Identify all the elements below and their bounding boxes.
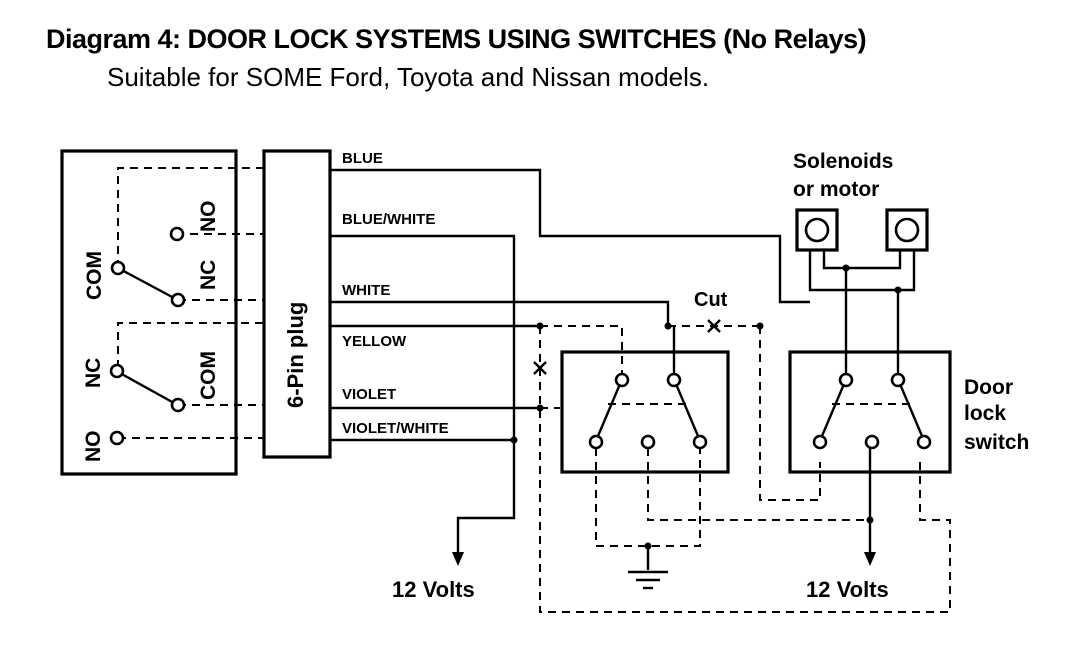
no-upper-terminal [169, 226, 185, 242]
upper-contact-arm [117, 266, 175, 300]
arrow-12v-left [452, 552, 464, 566]
switch-right-top-a [838, 372, 854, 388]
switch-right-arm-a [820, 383, 846, 437]
node-violet-white [510, 436, 518, 444]
wire-label-white: WHITE [342, 282, 390, 299]
node-violet [536, 404, 544, 412]
jumper-dashed-long [539, 326, 951, 613]
cut-x-mark [707, 319, 721, 333]
com-upper-link [117, 167, 264, 268]
six-pin-plug [262, 149, 332, 459]
wire-white [330, 300, 670, 326]
wire-blue-white [330, 234, 516, 552]
alarm-output-block [60, 149, 238, 476]
no-lower-label: NO [82, 431, 105, 463]
com-lower-label: COM [197, 351, 220, 400]
wire-label-violet: VIOLET [342, 386, 396, 403]
switch-left-housing [560, 350, 730, 474]
no-lower-terminal [109, 430, 125, 446]
volts-right-label: 12 Volts [806, 577, 889, 602]
wire-yellow-dashed [540, 325, 623, 378]
nc-upper-label: NC [197, 260, 220, 290]
solenoids-label-2: or motor [793, 178, 879, 201]
com-lower-terminal [170, 397, 186, 413]
solenoid-right [885, 208, 929, 252]
nc-upper-terminal [170, 292, 186, 308]
nc-lower-link [117, 322, 264, 368]
switch-right-top-b [890, 372, 906, 388]
plug-label: 6-Pin plug [283, 302, 308, 408]
solenoid-left-core [804, 217, 830, 243]
switch-right-bottom-b [916, 434, 932, 450]
solenoids-label-1: Solenoids [793, 150, 893, 173]
left-ground-loop [595, 448, 701, 547]
switch-left-bottom-mid [640, 434, 656, 450]
diagram-subtitle: Suitable for SOME Ford, Toyota and Nissa… [107, 62, 710, 92]
com-upper-terminal [110, 260, 126, 276]
wire-blue [330, 168, 810, 304]
yellow-x-mark [533, 361, 547, 375]
wire-label-blue: BLUE [342, 150, 383, 167]
node-12v-right [866, 516, 874, 524]
com-upper-label: COM [83, 251, 106, 300]
wire-label-violet-white: VIOLET/WHITE [342, 420, 449, 437]
lower-contact-arm [117, 370, 175, 405]
switch-left-bottom-a [588, 434, 604, 450]
no-upper-label: NO [197, 201, 220, 233]
door-label-2: lock [964, 402, 1006, 425]
diagram-title: Diagram 4: DOOR LOCK SYSTEMS USING SWITC… [46, 24, 867, 54]
wire-label-blue-white: BLUE/WHITE [342, 211, 435, 228]
nc-lower-label: NC [82, 358, 105, 388]
door-label-1: Door [964, 376, 1013, 399]
switch-right-bottom-a [812, 434, 828, 450]
solenoid-right-core [894, 217, 920, 243]
arrow-12v-right [864, 552, 876, 566]
switch-left-top-b [666, 372, 682, 388]
solenoid-loop-outer [808, 250, 916, 292]
cut-label: Cut [694, 289, 728, 311]
solenoid-loop-inner [822, 250, 902, 270]
node-ground [644, 542, 652, 550]
cut-jumper-dashed [759, 326, 821, 501]
switch-right-arm-b [898, 383, 924, 437]
switch-right-bottom-mid [864, 434, 880, 450]
switch-left-top-a [614, 372, 630, 388]
volts-left-label: 12 Volts [392, 577, 475, 602]
door-label-3: switch [964, 431, 1029, 454]
left-to-right-12v-dashed [647, 448, 870, 521]
nc-lower-terminal [109, 363, 125, 379]
switch-left-bottom-b [692, 434, 708, 450]
wire-label-yellow: YELLOW [342, 333, 407, 350]
solenoid-left [795, 208, 839, 252]
switch-left-arm-a [596, 383, 622, 437]
switch-left-arm-b [674, 383, 700, 437]
